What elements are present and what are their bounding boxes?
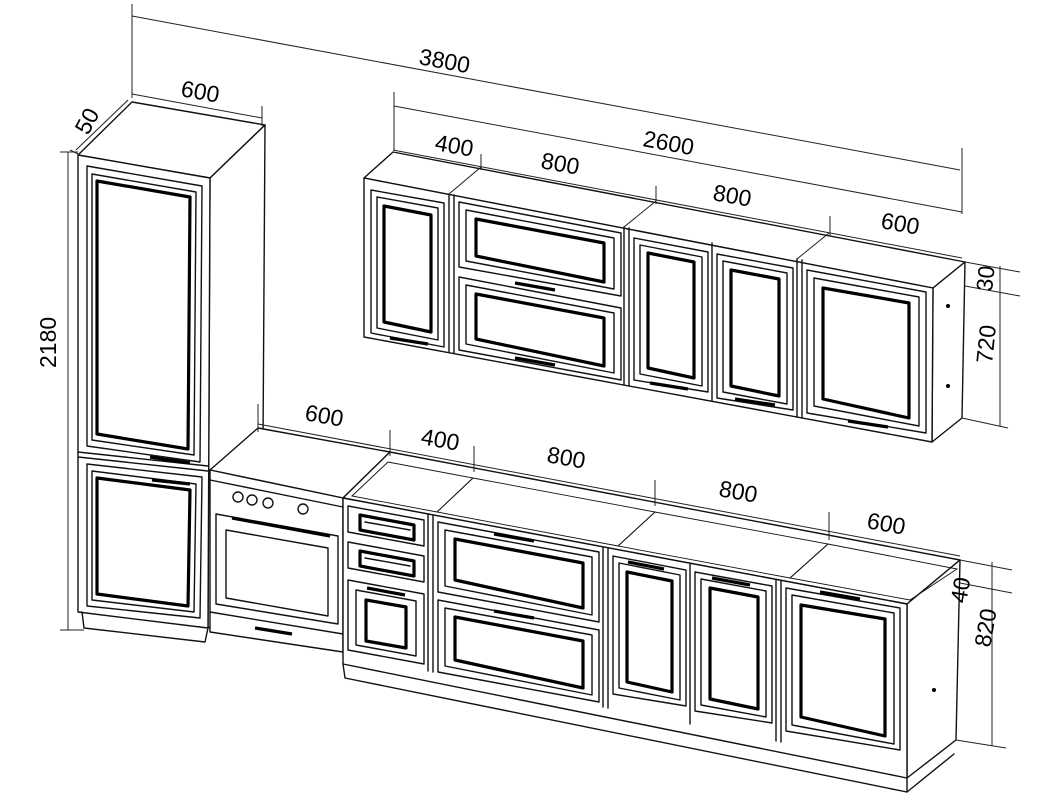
- dim-base-oven: 600: [303, 399, 345, 431]
- dim-upper-top: 30: [971, 264, 1000, 292]
- dim-upper-800-b: 800: [711, 179, 753, 211]
- dim-base-400: 400: [419, 423, 461, 455]
- dim-base-600: 600: [865, 507, 907, 539]
- dim-upper-400: 400: [433, 129, 475, 161]
- dimension-lines: [60, 4, 1021, 749]
- dim-base-top: 40: [945, 575, 975, 605]
- dim-upper-600: 600: [879, 207, 921, 239]
- dim-base-height: 820: [969, 607, 1001, 649]
- dim-upper-width: 2600: [641, 125, 696, 160]
- dim-total-width: 3800: [417, 43, 472, 78]
- dim-tall-offset: 50: [69, 104, 104, 139]
- upper-cabinets: [363, 151, 966, 443]
- dim-base-800-b: 800: [717, 475, 759, 507]
- base-cabinets: [209, 427, 961, 793]
- dim-tall-depth: 600: [179, 75, 221, 107]
- dim-upper-height: 720: [971, 324, 1001, 365]
- dim-tall-height: 2180: [35, 317, 61, 368]
- dim-base-800-a: 800: [545, 441, 587, 473]
- dim-upper-800-a: 800: [539, 147, 581, 179]
